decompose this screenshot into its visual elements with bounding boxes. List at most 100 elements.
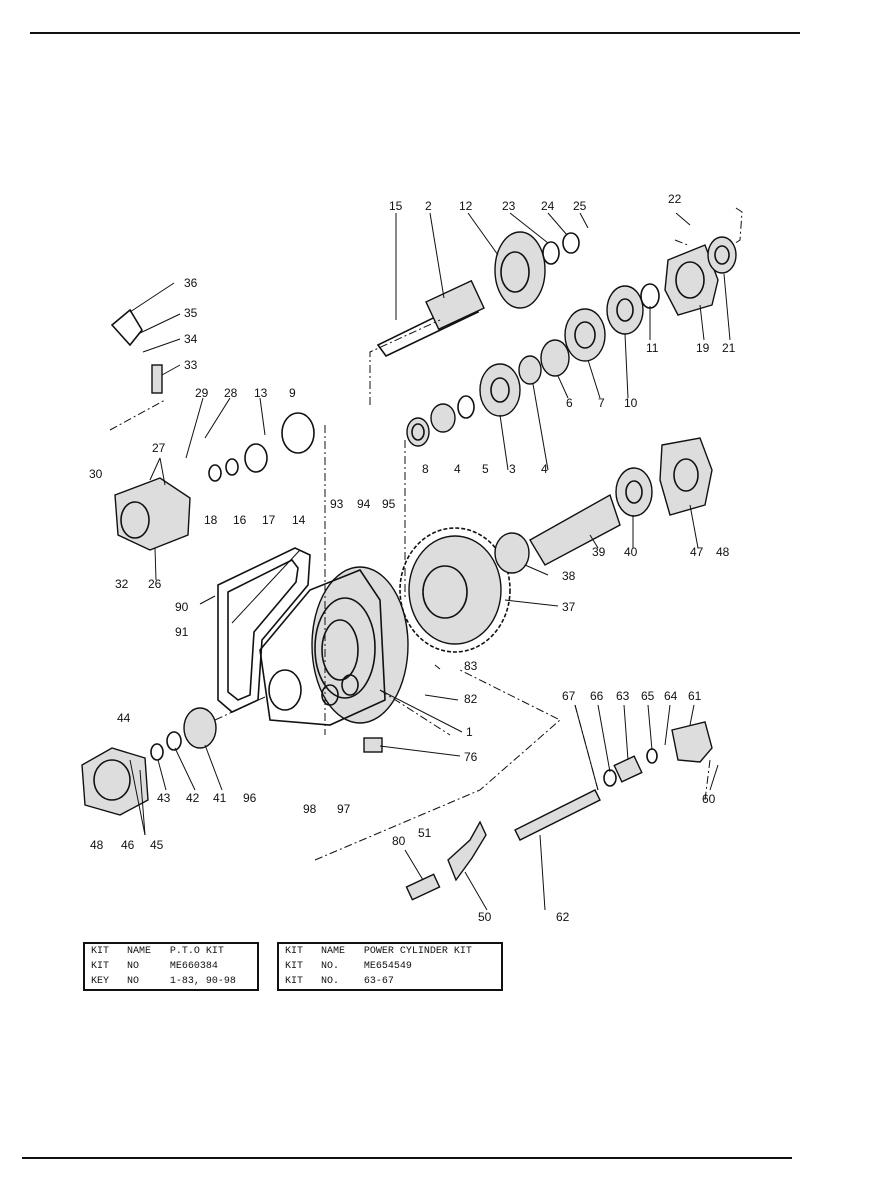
seal-21 bbox=[707, 236, 737, 274]
ring-23 bbox=[542, 241, 560, 265]
label-41: 41 bbox=[213, 791, 227, 805]
kit-label: KIT bbox=[91, 946, 110, 957]
spring-80 bbox=[405, 873, 441, 901]
pto-kit-table: KIT NAME P.T.O KIT KIT NO ME660384 KEY N… bbox=[83, 942, 259, 991]
cover-19 bbox=[664, 244, 719, 316]
part-33 bbox=[151, 364, 163, 394]
cover-47 bbox=[659, 437, 713, 516]
label-76: 76 bbox=[464, 750, 478, 764]
label-33: 33 bbox=[184, 358, 198, 372]
label-42: 42 bbox=[186, 791, 200, 805]
label-63: 63 bbox=[616, 689, 630, 703]
field-label: NO bbox=[126, 961, 139, 972]
ring-66 bbox=[603, 769, 617, 787]
label-67: 67 bbox=[562, 689, 576, 703]
kit-number-value: ME654549 bbox=[363, 961, 412, 972]
label-8: 8 bbox=[422, 462, 429, 476]
alignment-line-a bbox=[369, 319, 441, 405]
alignment-line-i bbox=[733, 207, 743, 245]
label-15: 15 bbox=[389, 199, 403, 213]
table-row: KIT NO. 63-67 bbox=[278, 974, 502, 990]
field-label: NO bbox=[126, 976, 139, 987]
leader-lines bbox=[129, 212, 731, 911]
label-94: 94 bbox=[357, 497, 371, 511]
spring-63 bbox=[613, 755, 643, 783]
bearing-41 bbox=[183, 707, 217, 749]
field-label: NAME bbox=[320, 946, 345, 957]
label-48a: 48 bbox=[716, 545, 730, 559]
label-12: 12 bbox=[459, 199, 473, 213]
label-9: 9 bbox=[289, 386, 296, 400]
input-shaft-2 bbox=[376, 231, 546, 358]
ring-5 bbox=[457, 395, 475, 419]
bearing-10 bbox=[606, 285, 644, 335]
label-21: 21 bbox=[722, 341, 736, 355]
label-23: 23 bbox=[502, 199, 516, 213]
label-50: 50 bbox=[478, 910, 492, 924]
needle-bearing-4a bbox=[430, 403, 456, 433]
cover-26 bbox=[114, 477, 191, 551]
label-36: 36 bbox=[184, 276, 198, 290]
bottom-rule bbox=[22, 1157, 792, 1159]
label-96: 96 bbox=[243, 791, 257, 805]
label-98: 98 bbox=[303, 802, 317, 816]
pto-housing bbox=[259, 566, 409, 726]
label-82: 82 bbox=[464, 692, 478, 706]
alignment-line-d bbox=[109, 399, 166, 431]
label-30: 30 bbox=[89, 467, 103, 481]
label-44: 44 bbox=[117, 711, 131, 725]
label-66: 66 bbox=[590, 689, 604, 703]
alignment-line-g bbox=[379, 689, 451, 736]
label-38: 38 bbox=[562, 569, 576, 583]
label-61: 61 bbox=[688, 689, 702, 703]
label-28: 28 bbox=[224, 386, 238, 400]
label-48b: 48 bbox=[90, 838, 104, 852]
bearing-8 bbox=[406, 417, 430, 447]
label-35: 35 bbox=[184, 306, 198, 320]
key-number-value: 1-83, 90-98 bbox=[169, 976, 236, 987]
label-22: 22 bbox=[668, 192, 682, 206]
label-26: 26 bbox=[148, 577, 162, 591]
kit-label: KIT bbox=[285, 946, 304, 957]
ring-42 bbox=[166, 731, 182, 751]
label-39: 39 bbox=[592, 545, 606, 559]
sleeve-76 bbox=[363, 737, 383, 753]
table-row: KIT NAME P.T.O KIT bbox=[84, 943, 258, 959]
field-label: NO. bbox=[320, 961, 339, 972]
kit-label: KIT bbox=[285, 976, 304, 987]
label-51: 51 bbox=[418, 826, 432, 840]
label-1: 1 bbox=[466, 725, 473, 739]
table-row: KEY NO 1-83, 90-98 bbox=[84, 974, 258, 990]
label-18: 18 bbox=[204, 513, 218, 527]
kit-name-value: P.T.O KIT bbox=[169, 946, 224, 957]
top-rule bbox=[30, 32, 800, 34]
body-61 bbox=[671, 721, 713, 763]
label-27: 27 bbox=[152, 441, 166, 455]
label-60: 60 bbox=[702, 792, 716, 806]
rod-62 bbox=[514, 789, 601, 841]
alignment-line-e bbox=[214, 696, 266, 721]
alignment-line-h bbox=[674, 239, 691, 247]
label-11: 11 bbox=[646, 341, 659, 355]
needle-bearing-4b bbox=[518, 355, 542, 385]
table-row: KIT NAME POWER CYLINDER KIT bbox=[278, 943, 502, 959]
kit-name-value: POWER CYLINDER KIT bbox=[363, 946, 472, 957]
bearing-9 bbox=[281, 412, 315, 454]
label-47: 47 bbox=[690, 545, 704, 559]
field-label: NAME bbox=[126, 946, 151, 957]
kit-range-value: 63-67 bbox=[363, 976, 394, 987]
kit-label: KIT bbox=[285, 961, 304, 972]
label-10: 10 bbox=[624, 396, 638, 410]
label-93: 93 bbox=[330, 497, 344, 511]
label-62: 62 bbox=[556, 910, 570, 924]
kit-number-value: ME660384 bbox=[169, 961, 218, 972]
bearing-40 bbox=[615, 467, 653, 517]
part-17 bbox=[225, 458, 239, 476]
table-row: KIT NO ME660384 bbox=[84, 959, 258, 974]
part-16 bbox=[208, 464, 222, 482]
kit-label: KIT bbox=[91, 961, 110, 972]
label-17: 17 bbox=[262, 513, 276, 527]
alignment-line-f bbox=[314, 669, 561, 861]
label-83: 83 bbox=[464, 659, 478, 673]
